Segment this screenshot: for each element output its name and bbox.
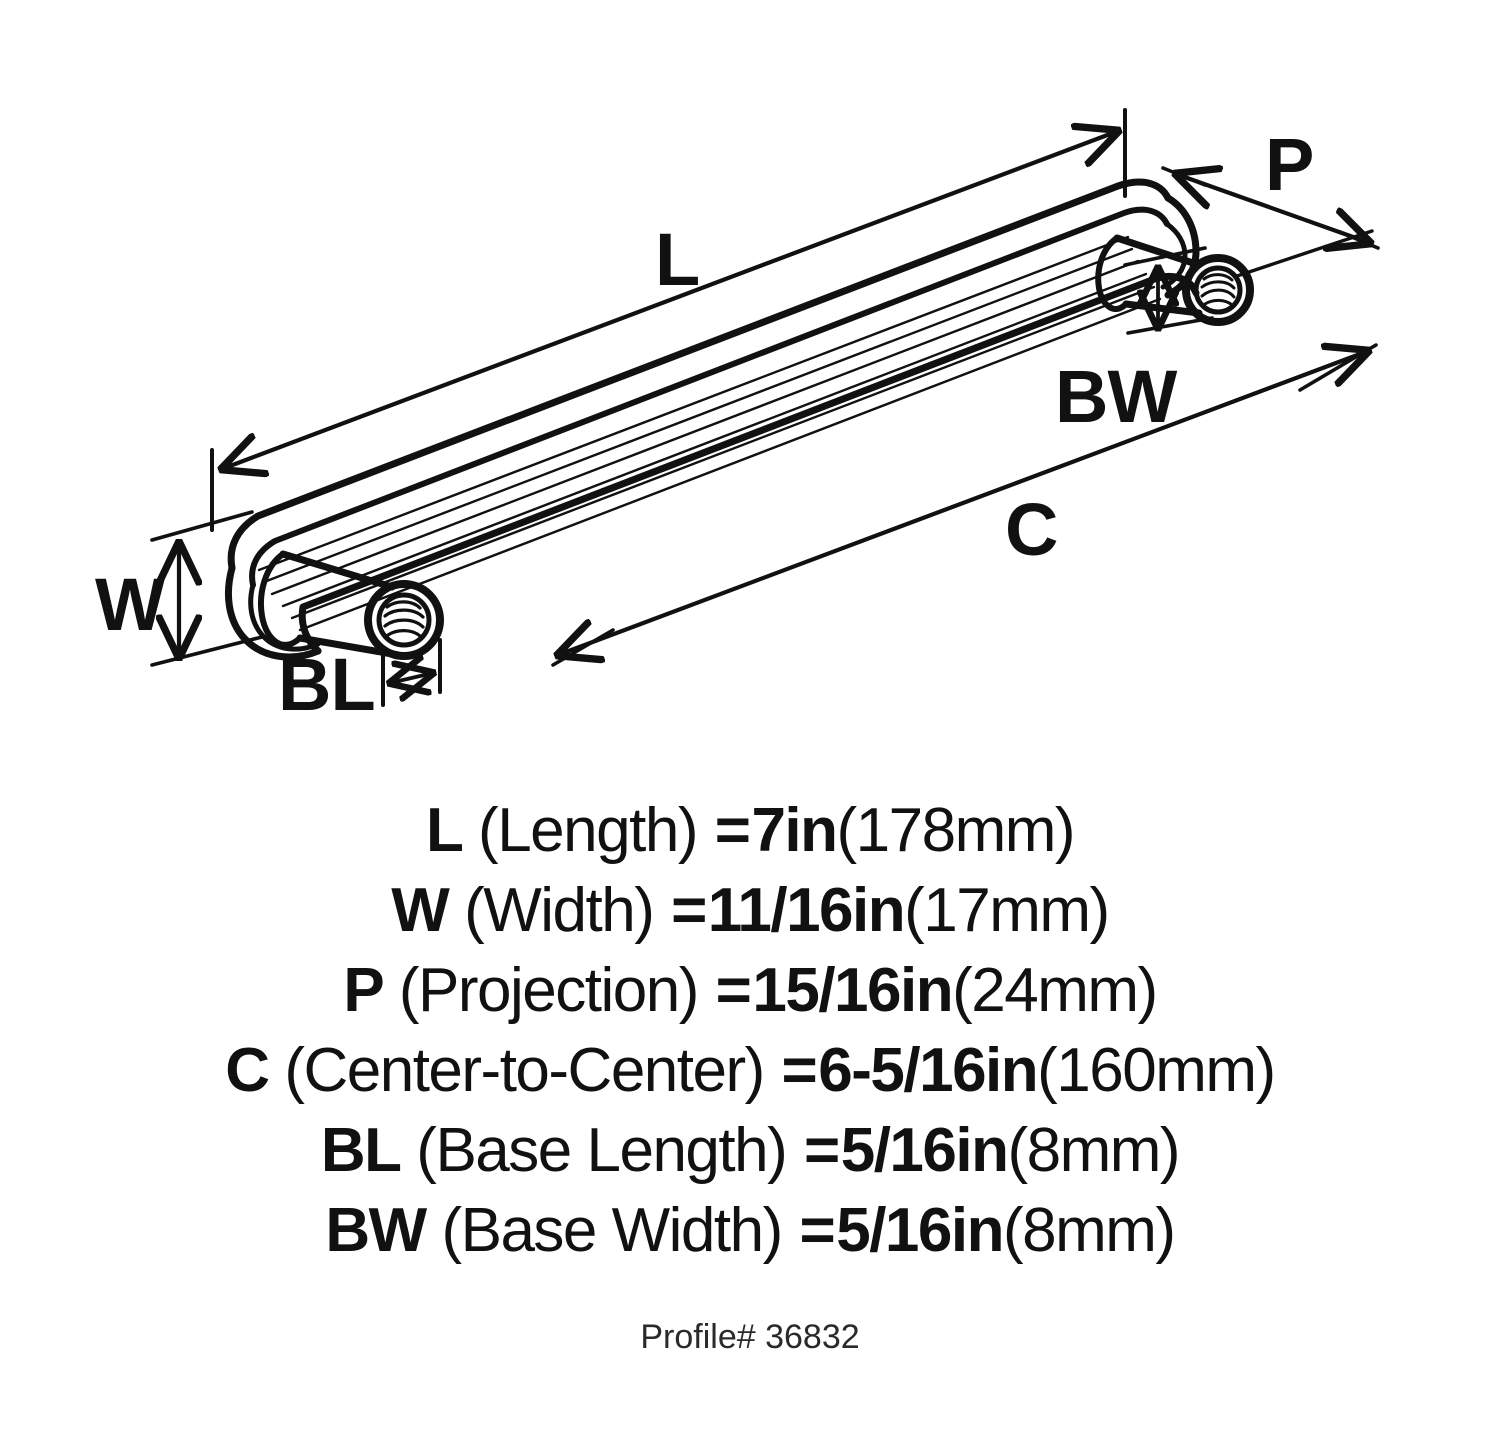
spec-value-mm-L: (178mm)	[836, 796, 1076, 865]
bar-top-edge	[227, 178, 1172, 572]
spec-name-C: (Center-to-Center)	[284, 1036, 765, 1105]
spec-eq-BL: =	[804, 1116, 840, 1185]
drawing-canvas: L P BW C W BL	[95, 108, 1500, 726]
spec-key-W: W	[391, 876, 450, 945]
product-dimension-drawing: L P BW C W BL	[95, 108, 1500, 726]
spec-row-BW: BW (Base Width) =5/16in(8mm)	[0, 1200, 1500, 1262]
dim-label-C: C	[1005, 488, 1057, 571]
left-mounting-post	[258, 550, 444, 660]
spec-name-BW: (Base Width)	[441, 1196, 783, 1265]
spec-key-BW: BW	[325, 1196, 427, 1265]
spec-row-P: P (Projection) =15/16in(24mm)	[0, 960, 1500, 1022]
W-extension-top	[150, 510, 254, 542]
spec-value-in-BW: 5/16in	[836, 1196, 1004, 1265]
L-dimension-line	[222, 131, 1118, 469]
P-leader-from-post	[1235, 229, 1374, 278]
profile-number: Profile# 36832	[640, 1318, 860, 1356]
dimension-annotations	[150, 108, 1378, 707]
dimension-letters: L P BW C W BL	[95, 123, 1314, 726]
spec-value-mm-W: (17mm)	[904, 876, 1110, 945]
spec-name-W: (Width)	[464, 876, 655, 945]
BW-extension-bottom	[1126, 316, 1214, 335]
spec-eq-L: =	[714, 796, 751, 865]
BL-dimension-line	[390, 673, 433, 683]
dimension-C	[553, 345, 1378, 667]
bar-left-endcap	[224, 564, 322, 661]
spec-key-BL: BL	[320, 1116, 402, 1185]
spec-eq-C: =	[781, 1036, 818, 1105]
spec-value-in-C: 6-5/16in	[818, 1036, 1038, 1105]
spec-value-mm-C: (160mm)	[1037, 1036, 1276, 1105]
dimension-BL	[381, 638, 442, 707]
left-post-thread	[383, 600, 425, 638]
spec-value-mm-BW: (8mm)	[1003, 1196, 1176, 1265]
dim-label-P: P	[1265, 123, 1313, 206]
dim-label-L: L	[655, 218, 699, 301]
spec-key-C: C	[225, 1036, 270, 1105]
spec-value-mm-BL: (8mm)	[1007, 1116, 1181, 1185]
specification-list: L (Length) =7in(178mm) W (Width) =11/16i…	[0, 800, 1500, 1280]
dim-label-W: W	[95, 563, 165, 646]
dimension-W	[150, 510, 264, 667]
spec-value-in-W: 11/16in	[707, 876, 906, 945]
spec-eq-P: =	[715, 956, 752, 1025]
dimension-P	[1161, 168, 1378, 278]
spec-value-in-P: 15/16in	[752, 956, 953, 1025]
spec-key-P: P	[343, 956, 384, 1025]
right-post-thread	[1200, 273, 1236, 307]
spec-row-L: L (Length) =7in(178mm)	[0, 800, 1500, 862]
spec-row-C: C (Center-to-Center) =6-5/16in(160mm)	[0, 1040, 1500, 1102]
spec-eq-W: =	[671, 876, 707, 945]
spec-name-L: (Length)	[478, 796, 698, 865]
spec-value-in-BL: 5/16in	[840, 1116, 1009, 1185]
spec-name-P: (Projection)	[398, 956, 700, 1025]
W-extension-bottom	[150, 635, 264, 667]
spec-row-W: W (Width) =11/16in(17mm)	[0, 880, 1500, 942]
spec-value-mm-P: (24mm)	[952, 956, 1158, 1025]
dim-label-BL: BL	[278, 643, 375, 726]
P-dimension-line	[1176, 174, 1370, 243]
C-dimension-line	[558, 351, 1368, 655]
spec-row-BL: BL (Base Length) =5/16in(8mm)	[0, 1120, 1500, 1182]
spec-eq-BW: =	[799, 1196, 836, 1265]
spec-name-BL: (Base Length)	[416, 1116, 787, 1185]
spec-key-L: L	[425, 796, 464, 865]
dim-label-BW: BW	[1055, 355, 1177, 438]
dimension-L	[210, 108, 1125, 532]
spec-value-in-L: 7in	[751, 796, 838, 865]
